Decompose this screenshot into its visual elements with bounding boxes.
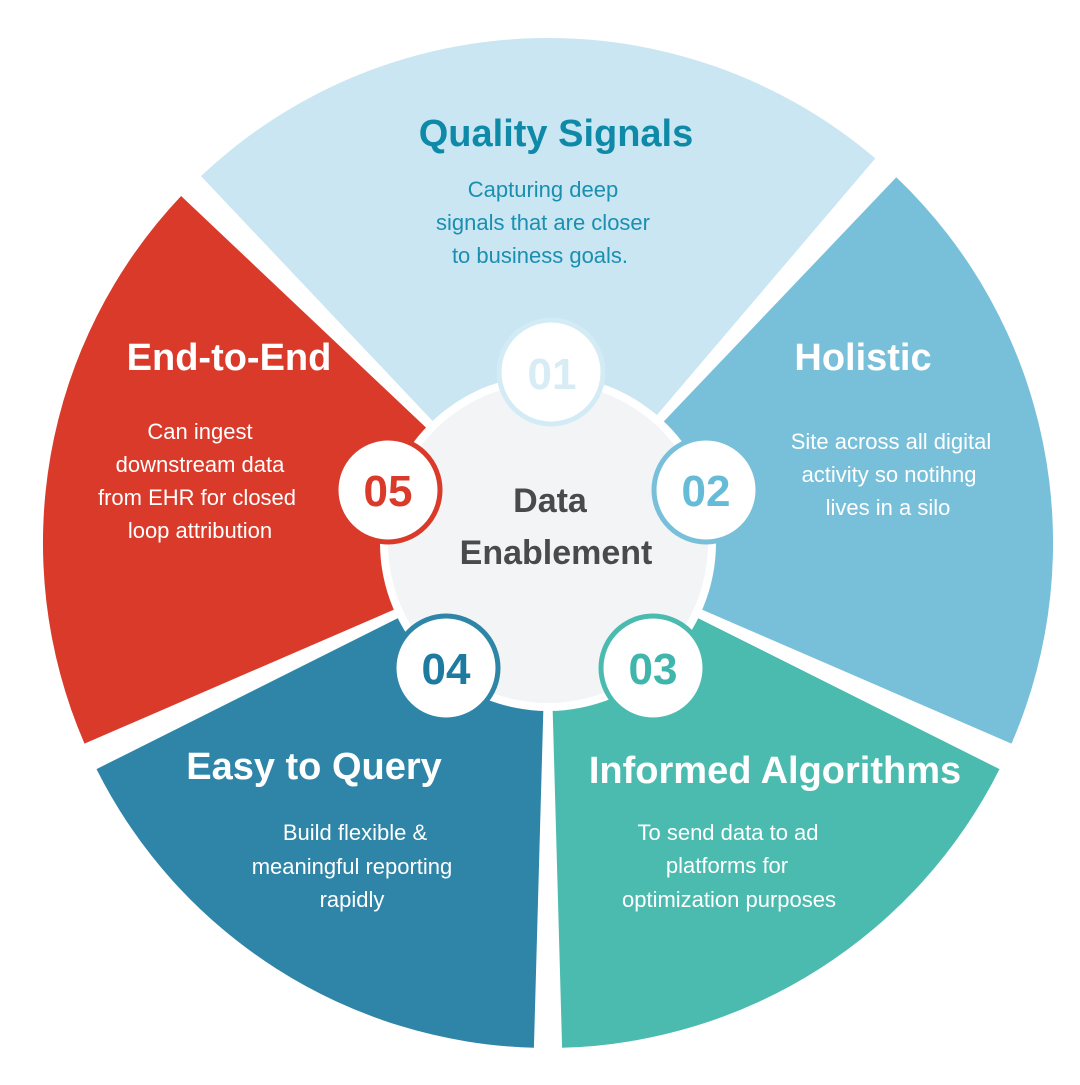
badge-02-circle <box>651 435 761 545</box>
informed-algorithms-desc-line1: To send data to ad <box>637 820 818 845</box>
end-to-end-desc-line3: from EHR for closed <box>98 485 296 510</box>
badge-01: 01 <box>496 317 606 427</box>
badge-03: 03 <box>598 613 708 723</box>
easy-to-query-desc-line2: meaningful reporting <box>252 854 453 879</box>
badge-02-number: 02 <box>682 467 731 516</box>
end-to-end-desc-line1: Can ingest <box>147 419 252 444</box>
badge-02: 02 <box>651 435 761 545</box>
badge-04-circle <box>391 613 501 723</box>
end-to-end-desc-line2: downstream data <box>116 452 286 477</box>
center-label-line2: Enablement <box>460 534 653 572</box>
informed-algorithms-title: Informed Algorithms <box>589 750 961 792</box>
segment-end-to-end <box>42 196 549 744</box>
holistic-desc-line1: Site across all digital <box>791 429 992 454</box>
end-to-end-title: End-to-End <box>127 337 332 379</box>
segment-holistic <box>548 177 1054 744</box>
easy-to-query-title: Easy to Query <box>186 746 442 788</box>
quality-signals-title: Quality Signals <box>419 113 694 155</box>
easy-to-query-desc-line3: rapidly <box>320 887 385 912</box>
informed-algorithms-desc-line3: optimization purposes <box>622 887 836 912</box>
badge-03-number: 03 <box>629 645 678 694</box>
badge-05-circle <box>333 435 443 545</box>
quality-signals-desc-line2: signals that are closer <box>436 210 650 235</box>
badge-04-number: 04 <box>422 645 471 694</box>
holistic-desc-line2: activity so notihng <box>802 462 977 487</box>
badge-04: 04 <box>391 613 501 723</box>
holistic-title: Holistic <box>794 337 931 379</box>
quality-signals-desc-line1: Capturing deep <box>468 177 618 202</box>
informed-algorithms-desc-line2: platforms for <box>666 853 788 878</box>
easy-to-query-desc-line1: Build flexible & <box>283 820 428 845</box>
badge-05: 05 <box>333 435 443 545</box>
badge-01-circle <box>496 317 606 427</box>
holistic-desc-line3: lives in a silo <box>826 495 951 520</box>
segment-quality-signals <box>201 37 876 543</box>
badge-05-number: 05 <box>364 467 413 516</box>
center-label-line1: Data <box>513 482 588 520</box>
badge-01-number: 01 <box>528 350 577 399</box>
end-to-end-desc-line4: loop attribution <box>128 518 272 543</box>
quality-signals-desc-line3: to business goals. <box>452 243 628 268</box>
badge-03-circle <box>598 613 708 723</box>
